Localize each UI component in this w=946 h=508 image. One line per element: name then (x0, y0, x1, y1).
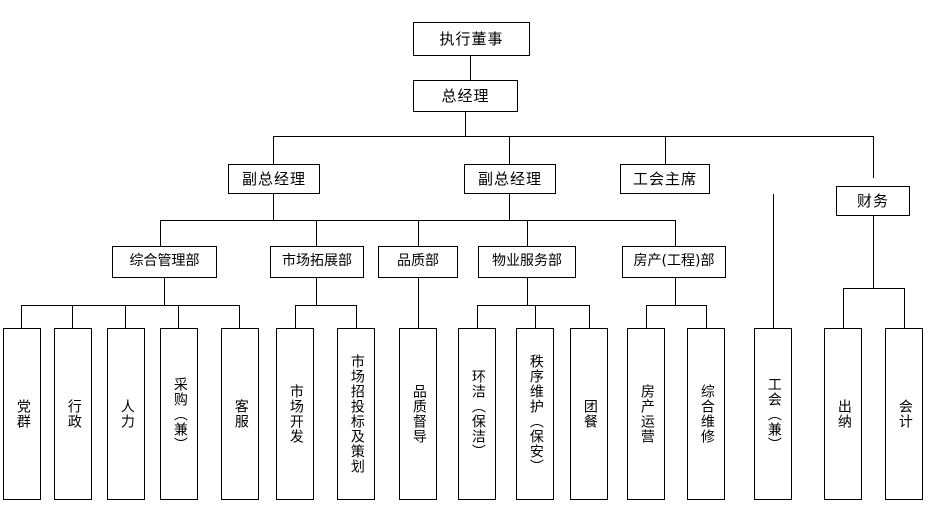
node-finance[interactable]: 财务 (836, 186, 910, 216)
riser-market-dev (316, 220, 317, 246)
node-procurement[interactable]: 采购（兼） (160, 328, 198, 500)
node-integrated-maintenance[interactable]: 综合维修 (687, 328, 725, 500)
riser-cashier (843, 288, 844, 328)
node-security-label: 秩序维护（保安） (527, 354, 544, 474)
riser-quality (418, 220, 419, 246)
node-accounting[interactable]: 会计 (885, 328, 923, 500)
bus-finance-children (843, 288, 904, 289)
node-deputy-gm-2[interactable]: 副总经理 (464, 164, 556, 194)
node-general-manager[interactable]: 总经理 (413, 80, 518, 112)
bus-general-admin-children (21, 305, 239, 306)
riser-customer-service (239, 305, 240, 328)
node-quality-supervision-label: 品质督导 (410, 384, 427, 444)
node-real-estate-dept[interactable]: 房产(工程)部 (622, 246, 726, 278)
connector-union-chair-drop (773, 194, 774, 328)
connector-market-dev-drop (316, 278, 317, 305)
node-customer-service-label: 客服 (232, 399, 249, 429)
riser-procurement (178, 305, 179, 328)
riser-deputy-gm-2 (509, 136, 510, 164)
node-quality-supervision[interactable]: 品质督导 (399, 328, 437, 500)
riser-party-affairs (21, 305, 22, 328)
node-cleaning[interactable]: 环洁（保洁） (458, 328, 496, 500)
riser-real-estate (675, 220, 676, 246)
riser-property-operation (646, 305, 647, 328)
node-administration-label: 行政 (65, 399, 82, 429)
riser-human-resources (125, 305, 126, 328)
riser-administration (72, 305, 73, 328)
node-cashier[interactable]: 出纳 (824, 328, 862, 500)
connector-deputy2-drop (509, 194, 510, 220)
riser-cleaning (477, 305, 478, 328)
node-catering[interactable]: 团餐 (570, 328, 608, 500)
riser-market-development (295, 305, 296, 328)
node-accounting-label: 会计 (896, 399, 913, 429)
riser-union-chair (665, 136, 666, 164)
node-quality-dept[interactable]: 品质部 (378, 246, 458, 278)
connector-property-service-drop (527, 278, 528, 305)
riser-general-admin (160, 220, 161, 246)
riser-property-service (527, 220, 528, 246)
node-party-affairs-label: 党群 (14, 399, 31, 429)
node-deputy-gm-1[interactable]: 副总经理 (228, 164, 320, 194)
riser-accounting (904, 288, 905, 328)
connector-deputy1-drop (273, 194, 274, 220)
node-executive-director[interactable]: 执行董事 (413, 22, 530, 56)
connector-finance-drop (873, 216, 874, 288)
connector-real-estate-drop (675, 278, 676, 305)
node-union-concurrent[interactable]: 工会（兼） (754, 328, 792, 500)
node-party-affairs[interactable]: 党群 (3, 328, 41, 500)
node-human-resources-label: 人力 (118, 399, 135, 429)
riser-catering (589, 305, 590, 328)
riser-market-bidding (356, 305, 357, 328)
node-market-development[interactable]: 市场开发 (276, 328, 314, 500)
connector-gm-drop (465, 112, 466, 136)
connector-quality-drop (418, 278, 419, 328)
riser-integrated-maintenance (706, 305, 707, 328)
node-market-development-label: 市场开发 (287, 384, 304, 444)
riser-security (535, 305, 536, 328)
node-market-bidding-label: 市场招投标及策划 (348, 354, 365, 474)
node-market-bidding[interactable]: 市场招投标及策划 (337, 328, 375, 500)
bus-real-estate-children (646, 305, 706, 306)
bus-level2 (273, 136, 874, 137)
node-cashier-label: 出纳 (835, 399, 852, 429)
riser-deputy-gm-1 (273, 136, 274, 164)
node-union-concurrent-label: 工会（兼） (765, 376, 782, 452)
node-property-service-dept[interactable]: 物业服务部 (478, 246, 576, 278)
node-general-admin-dept[interactable]: 综合管理部 (112, 246, 217, 278)
node-integrated-maintenance-label: 综合维修 (698, 384, 715, 444)
node-market-dev-dept[interactable]: 市场拓展部 (270, 246, 364, 278)
node-property-operation-label: 房产运营 (638, 384, 655, 444)
node-human-resources[interactable]: 人力 (107, 328, 145, 500)
node-property-operation[interactable]: 房产运营 (627, 328, 665, 500)
connector-general-admin-drop (164, 278, 165, 305)
node-administration[interactable]: 行政 (54, 328, 92, 500)
riser-finance (873, 136, 874, 178)
node-security[interactable]: 秩序维护（保安） (516, 328, 554, 500)
connector-director-to-gm (470, 56, 471, 80)
node-catering-label: 团餐 (581, 399, 598, 429)
bus-property-service-children (477, 305, 589, 306)
node-union-chair[interactable]: 工会主席 (620, 164, 710, 194)
node-cleaning-label: 环洁（保洁） (469, 369, 486, 459)
node-procurement-label: 采购（兼） (171, 376, 188, 452)
bus-market-dev-children (295, 305, 356, 306)
node-customer-service[interactable]: 客服 (221, 328, 259, 500)
